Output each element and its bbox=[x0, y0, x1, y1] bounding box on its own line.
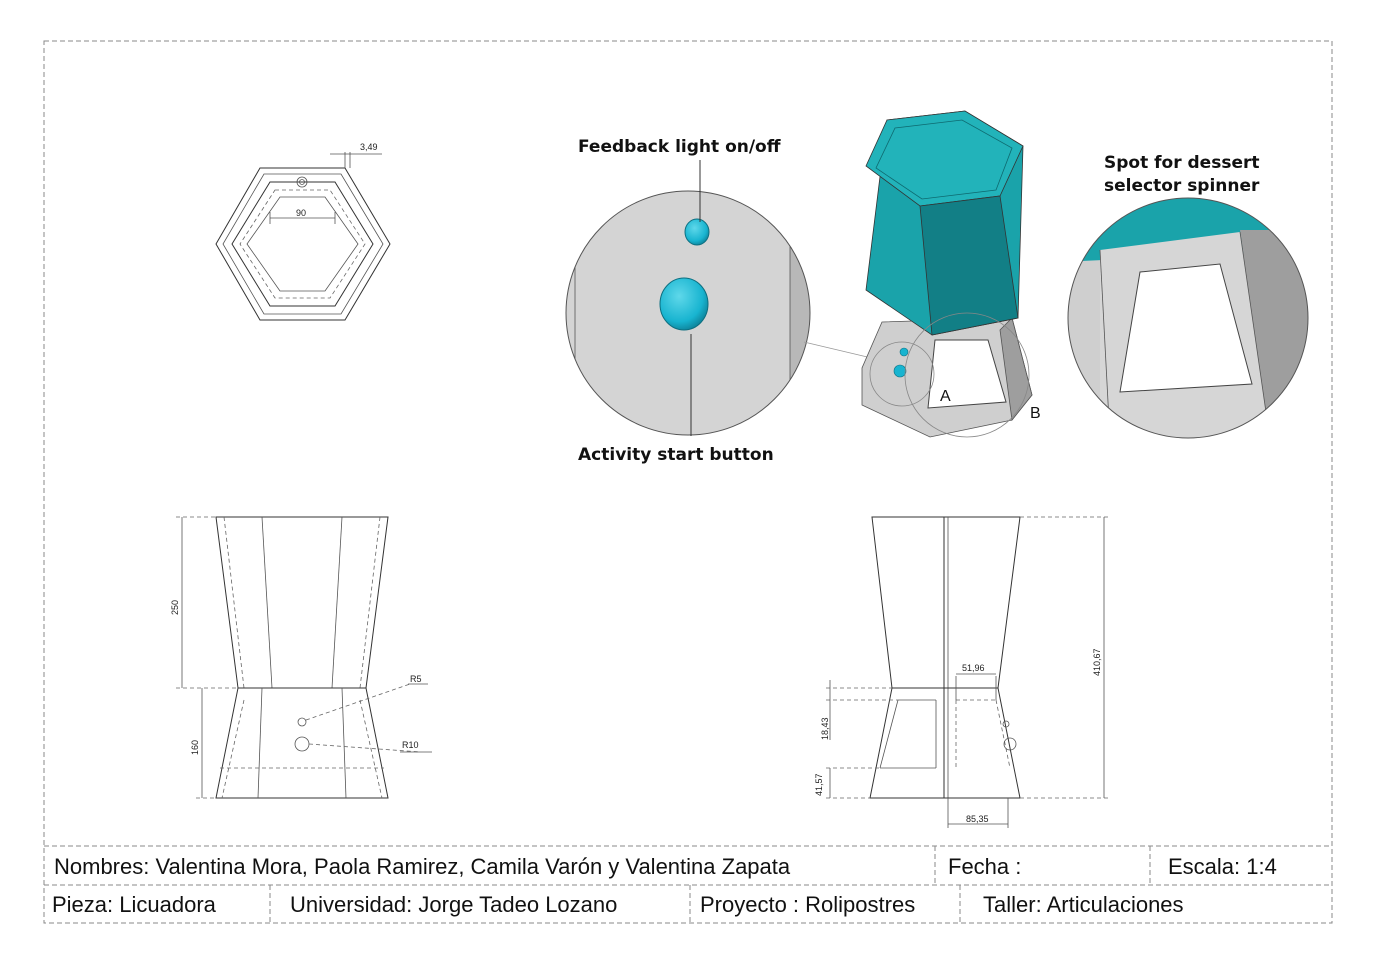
title-nombres: Nombres: Valentina Mora, Paola Ramirez, … bbox=[54, 854, 791, 879]
view-label-b: B bbox=[1030, 405, 1041, 422]
activity-button-icon bbox=[659, 277, 709, 331]
callout-feedback-light: Feedback light on/off bbox=[578, 137, 781, 157]
dim-top-offset: 3,49 bbox=[360, 142, 378, 152]
side-view: 410,67 51,96 18,43 41,57 85,35 bbox=[814, 516, 1108, 828]
dim-side-base-height: 41,57 bbox=[814, 773, 824, 796]
title-block: Nombres: Valentina Mora, Paola Ramirez, … bbox=[44, 845, 1332, 923]
callout-spinner-spot-line2: selector spinner bbox=[1104, 176, 1260, 196]
feedback-light-icon bbox=[684, 218, 710, 246]
dim-radius-small: R5 bbox=[410, 674, 422, 684]
title-escala: Escala: 1:4 bbox=[1168, 854, 1277, 879]
top-view: 90 3,49 bbox=[215, 142, 391, 321]
title-fecha: Fecha : bbox=[948, 854, 1021, 879]
front-view: R5 R10 250 160 bbox=[170, 516, 432, 799]
title-universidad: Universidad: Jorge Tadeo Lozano bbox=[290, 892, 617, 917]
title-pieza: Pieza: Licuadora bbox=[52, 892, 217, 917]
isometric-blender bbox=[861, 110, 1033, 438]
detail-spinner-spot bbox=[1067, 197, 1309, 439]
dim-front-height-upper: 250 bbox=[170, 600, 180, 615]
dim-side-total-height: 410,67 bbox=[1092, 648, 1102, 676]
callout-activity-button: Activity start button bbox=[578, 445, 774, 465]
dim-side-base-width: 85,35 bbox=[966, 814, 989, 824]
detail-buttons bbox=[565, 160, 881, 436]
view-label-a: A bbox=[940, 388, 951, 405]
dim-front-height-lower: 160 bbox=[190, 740, 200, 755]
sheet-border bbox=[43, 40, 1333, 924]
callout-spinner-spot-line1: Spot for dessert bbox=[1104, 153, 1260, 173]
title-taller: Taller: Articulaciones bbox=[983, 892, 1184, 917]
dim-top-inner: 90 bbox=[296, 208, 306, 218]
dim-radius-large: R10 bbox=[402, 740, 419, 750]
dim-side-window-offset: 18,43 bbox=[820, 717, 830, 740]
dim-side-window-width: 51,96 bbox=[962, 663, 985, 673]
title-proyecto: Proyecto : Rolipostres bbox=[700, 892, 915, 917]
